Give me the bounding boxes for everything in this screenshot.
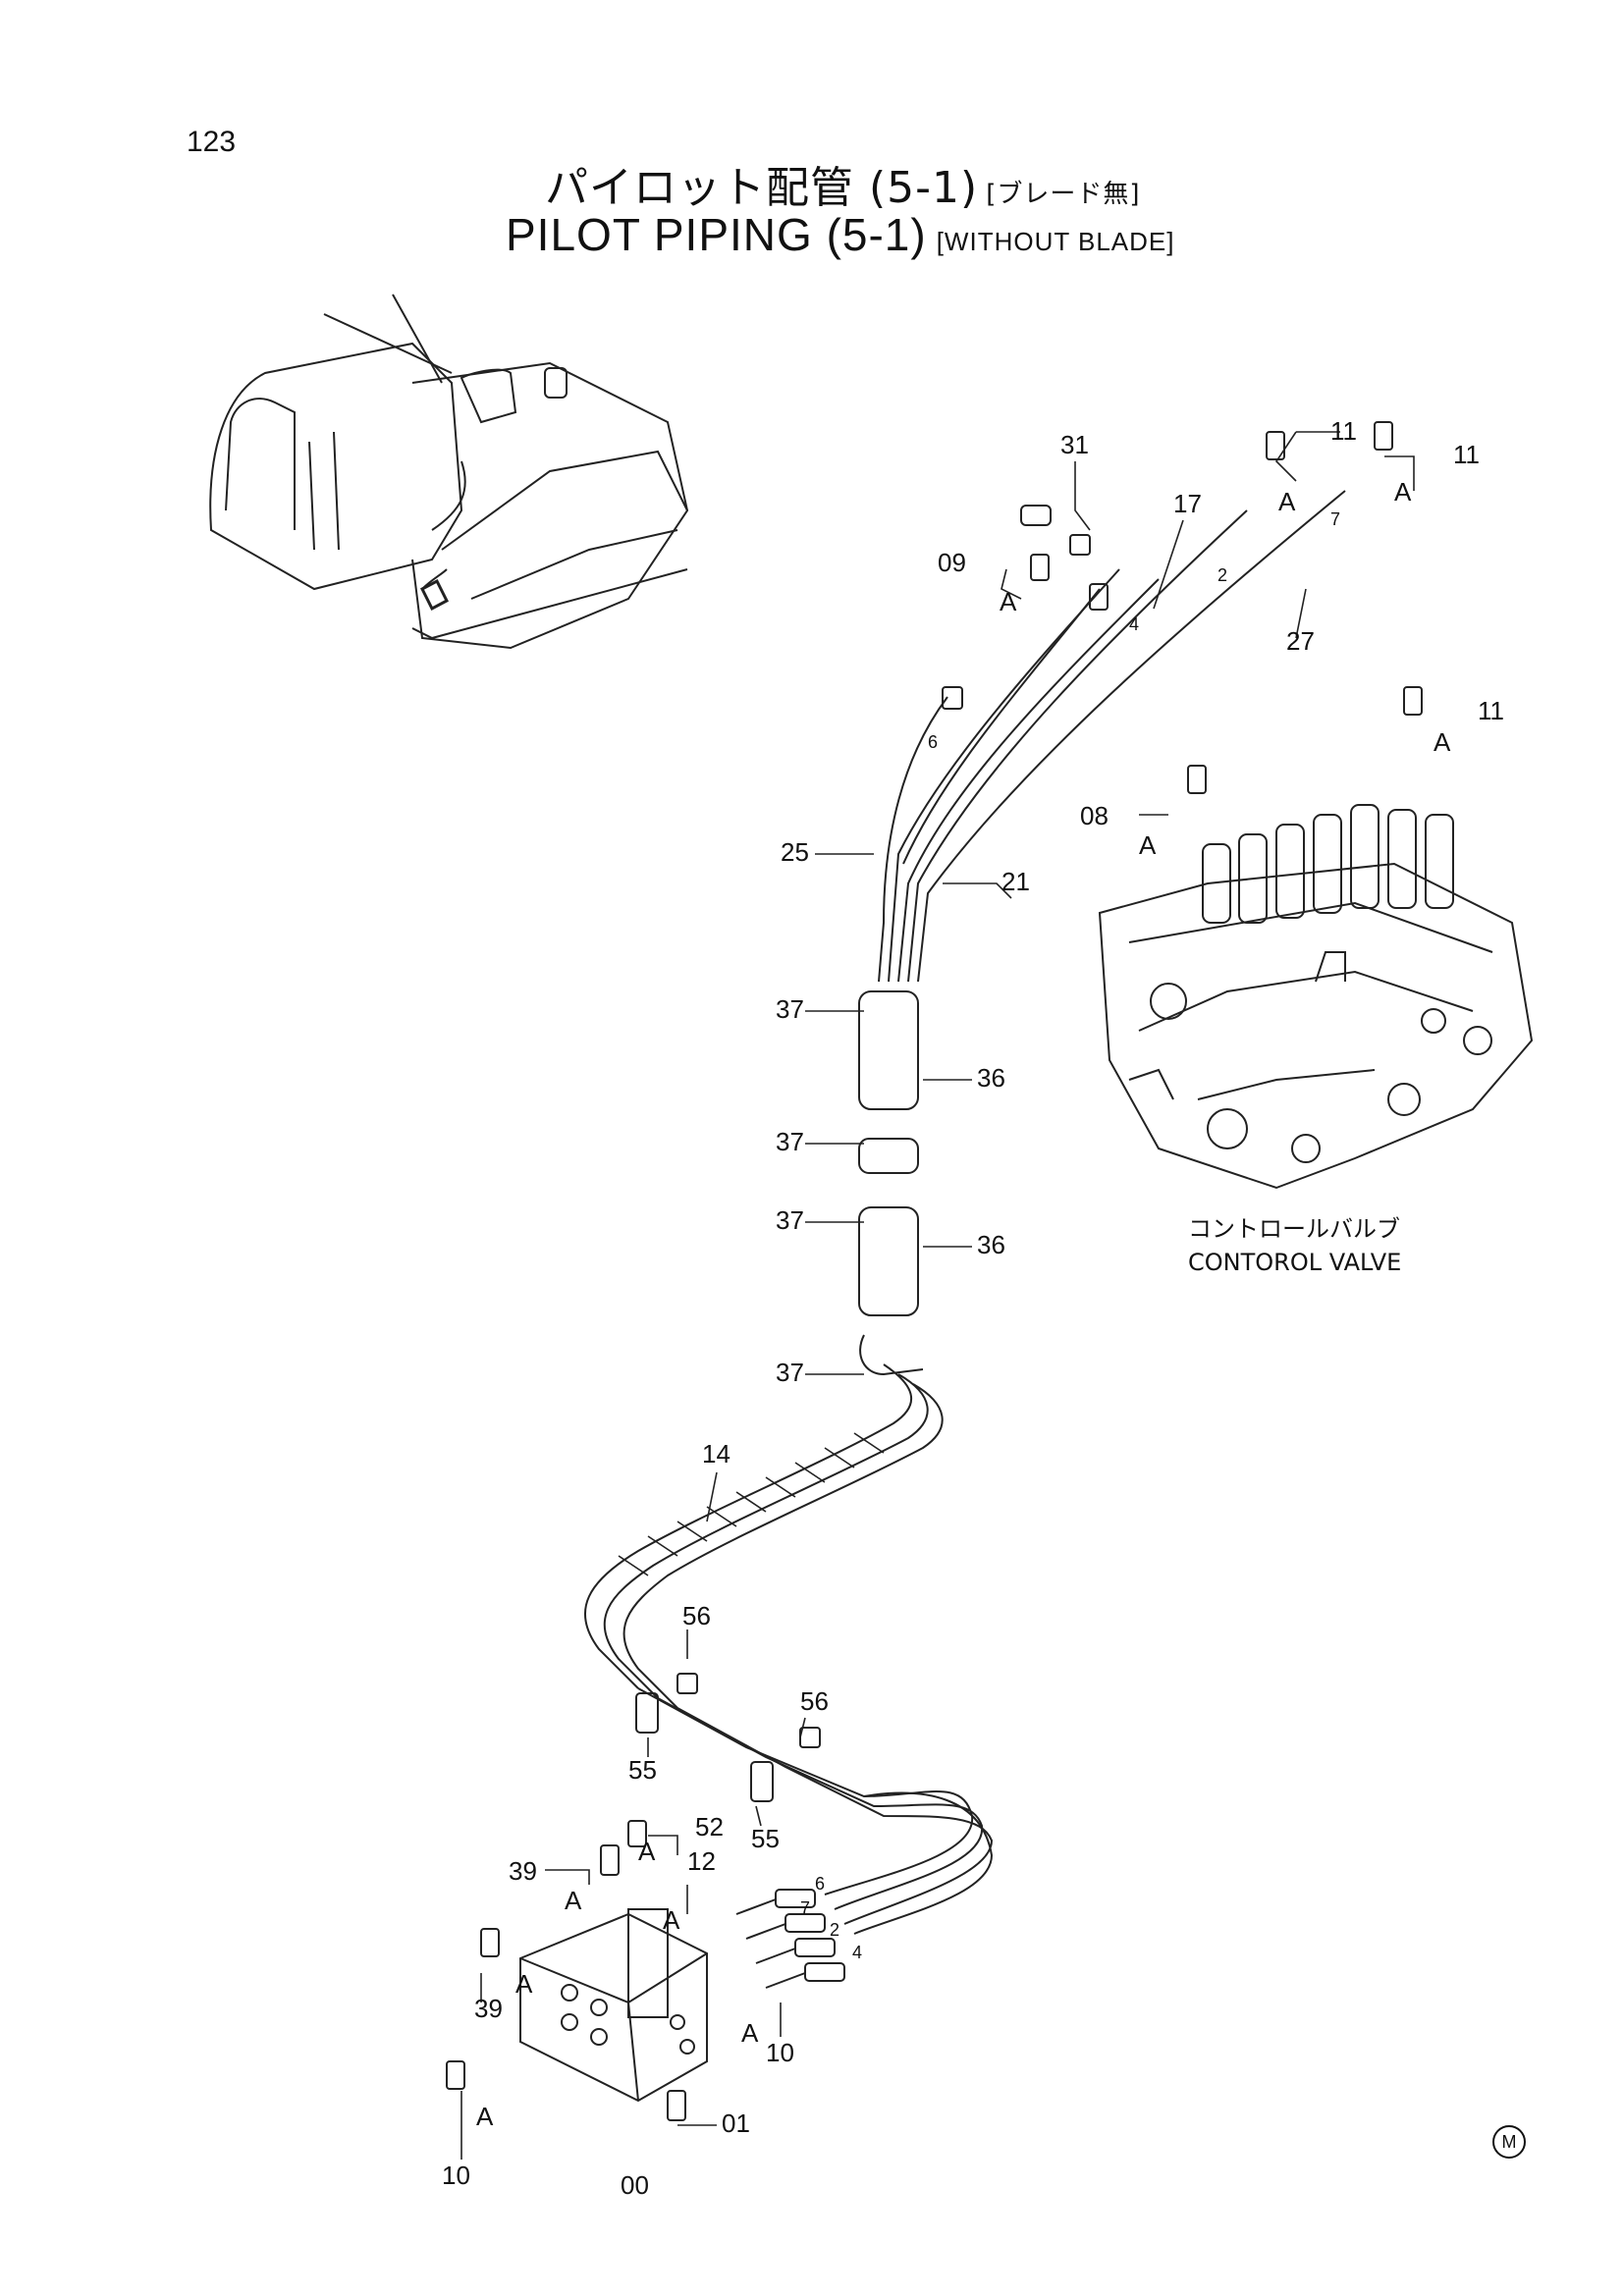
part-label-11: 11 bbox=[1330, 416, 1357, 446]
part-label-55: 55 bbox=[751, 1824, 780, 1853]
ref-marker-a: A bbox=[515, 1969, 533, 1999]
ref-marker-a: A bbox=[1434, 727, 1451, 757]
part-label-36: 36 bbox=[977, 1230, 1005, 1259]
hose-number-labels: 2 4 6 7 6 7 2 4 bbox=[800, 509, 1340, 1962]
part-label-36: 36 bbox=[977, 1063, 1005, 1093]
part-label-31: 31 bbox=[1060, 430, 1089, 459]
hose-number-2: 2 bbox=[830, 1920, 839, 1940]
hose-number-7: 7 bbox=[800, 1898, 810, 1918]
part-label-11: 11 bbox=[1453, 440, 1480, 469]
page-title-en: PILOT PIPING (5-1) [WITHOUT BLADE] bbox=[506, 208, 1174, 261]
reference-markers: A A A A A A A A A A A bbox=[476, 477, 1451, 2131]
part-label-14: 14 bbox=[702, 1439, 730, 1468]
part-label-21: 21 bbox=[1001, 867, 1030, 896]
control-valve-label-en: CONTOROL VALVE bbox=[1188, 1249, 1402, 1276]
ref-marker-a: A bbox=[476, 2102, 494, 2131]
part-label-01: 01 bbox=[722, 2109, 750, 2138]
part-label-37: 37 bbox=[776, 1205, 804, 1235]
ref-marker-a: A bbox=[1000, 587, 1017, 616]
ref-marker-a: A bbox=[565, 1886, 582, 1915]
ref-marker-a: A bbox=[1139, 830, 1157, 860]
title-en-text: PILOT PIPING (5-1) bbox=[506, 209, 927, 260]
part-label-56: 56 bbox=[682, 1601, 711, 1630]
control-valve-illustration bbox=[1098, 804, 1534, 1190]
part-label-00: 00 bbox=[621, 2170, 649, 2200]
part-label-10: 10 bbox=[766, 2038, 794, 2067]
part-label-08: 08 bbox=[1080, 801, 1109, 830]
title-en-sub: [WITHOUT BLADE] bbox=[936, 227, 1175, 256]
part-label-10: 10 bbox=[442, 2161, 470, 2190]
part-label-11: 11 bbox=[1478, 696, 1504, 725]
corner-mark: M bbox=[1492, 2125, 1526, 2159]
hose-number-7: 7 bbox=[1330, 509, 1340, 529]
part-label-37: 37 bbox=[776, 1358, 804, 1387]
pilot-valve-block bbox=[446, 421, 1423, 2121]
hose-number-4: 4 bbox=[852, 1943, 862, 1962]
part-label-09: 09 bbox=[938, 548, 966, 577]
part-label-12: 12 bbox=[687, 1846, 716, 1876]
part-label-52: 52 bbox=[695, 1812, 724, 1842]
ref-marker-a: A bbox=[663, 1905, 680, 1935]
part-label-39: 39 bbox=[474, 1994, 503, 2023]
hose-number-6: 6 bbox=[928, 732, 938, 752]
leader-lines bbox=[460, 431, 1415, 2160]
control-valve-label: コントロールバルブ CONTOROL VALVE bbox=[1188, 1212, 1401, 1279]
title-jp-sub: [ブレード無] bbox=[986, 180, 1141, 209]
part-label-25: 25 bbox=[781, 837, 809, 867]
part-label-56: 56 bbox=[800, 1686, 829, 1716]
part-label-27: 27 bbox=[1286, 626, 1315, 656]
title-jp-text: パイロット配管 (5-1) bbox=[545, 163, 979, 213]
part-label-37: 37 bbox=[776, 1127, 804, 1156]
part-label-55: 55 bbox=[628, 1755, 657, 1785]
page-number: 123 bbox=[187, 126, 237, 158]
part-label-39: 39 bbox=[509, 1856, 537, 1886]
part-labels: 31 17 11 11 11 09 27 08 25 21 37 36 37 3… bbox=[442, 416, 1504, 2200]
control-valve-label-jp: コントロールバルブ bbox=[1188, 1215, 1400, 1243]
ref-marker-a: A bbox=[1394, 477, 1412, 507]
excavator-cab-illustration bbox=[209, 294, 689, 650]
hose-bundle bbox=[583, 490, 1346, 1935]
ref-marker-a: A bbox=[1278, 487, 1296, 516]
hose-number-6: 6 bbox=[815, 1874, 825, 1894]
ref-marker-a: A bbox=[638, 1837, 656, 1866]
page-title-jp: パイロット配管 (5-1)[ブレード無] bbox=[545, 152, 1140, 215]
hose-number-4: 4 bbox=[1129, 614, 1139, 634]
part-label-17: 17 bbox=[1173, 489, 1202, 518]
part-label-37: 37 bbox=[776, 994, 804, 1024]
ref-marker-a: A bbox=[741, 2018, 759, 2048]
hose-number-2: 2 bbox=[1217, 565, 1227, 585]
